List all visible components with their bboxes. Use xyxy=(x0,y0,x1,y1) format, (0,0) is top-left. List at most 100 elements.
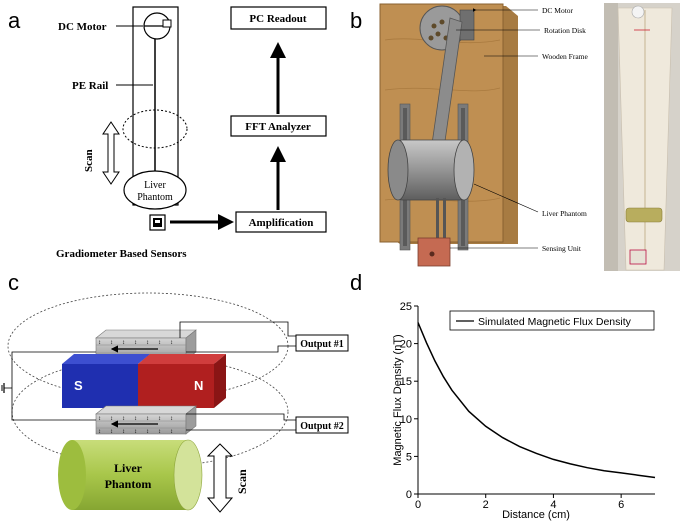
magnet-n-label: N xyxy=(194,378,203,393)
scan-label-c: Scan xyxy=(235,469,249,494)
leader-liver-phantom-b xyxy=(473,183,539,213)
label-wooden-frame: Wooden Frame xyxy=(542,52,589,61)
fft-analyzer-box xyxy=(230,115,327,137)
liver-phantom-end-left xyxy=(58,440,86,510)
dc-motor-label: DC Motor xyxy=(58,21,107,33)
cylinder-end-right xyxy=(453,139,475,201)
panel-a-letter: a xyxy=(8,8,21,33)
sensing-unit-hole xyxy=(429,251,435,257)
lower-rod-2 xyxy=(443,198,446,240)
liver-phantom-c-label-1: Liver xyxy=(114,461,143,475)
liver-phantom-label-2: Phantom xyxy=(137,192,173,203)
chart-y-tick-label: 10 xyxy=(400,414,412,426)
svg-text:↕: ↕ xyxy=(146,429,149,435)
dc-motor-connector xyxy=(162,19,172,28)
fft-analyzer-label: FFT Analyzer xyxy=(245,121,311,133)
chart-legend-label: Simulated Magnetic Flux Density xyxy=(478,316,632,328)
amplification-box xyxy=(235,211,327,233)
bottom-plate-ticks: ↕↕↕↕↕↕↕ ↕↕↕↕↕↕↕ xyxy=(98,416,173,435)
sensor-to-amp-arrowhead xyxy=(218,214,234,230)
magnet-north-top xyxy=(138,354,226,364)
svg-text:↕: ↕ xyxy=(170,340,173,346)
cylinder-end-left xyxy=(387,139,409,201)
svg-text:↕: ↕ xyxy=(122,416,125,422)
svg-text:↕: ↕ xyxy=(158,340,161,346)
panel-b-letter: b xyxy=(350,8,362,33)
chart-y-tick-label: 20 xyxy=(400,339,412,351)
bottom-plate-top xyxy=(95,405,197,415)
output1-label: Output #1 xyxy=(300,339,344,350)
disk-hole-1 xyxy=(431,23,437,29)
sensing-unit-block xyxy=(417,237,451,267)
chart-x-tick-label: 0 xyxy=(415,499,421,511)
chart-y-tick-label: 0 xyxy=(406,489,412,501)
disk-hole-3 xyxy=(435,31,441,37)
svg-text:↕: ↕ xyxy=(110,429,113,435)
panel-b-labels: DC Motor Rotation Disk Wooden Frame Live… xyxy=(450,6,589,253)
panel-a: a Liver Phantom DC Motor PE Rail Scan Gr… xyxy=(8,6,327,260)
scan-double-arrow-c xyxy=(206,443,234,513)
chart-x-tick-label: 2 xyxy=(483,499,489,511)
chart-x-axis-label: Distance (cm) xyxy=(502,509,570,521)
scan-label-a: Scan xyxy=(83,149,95,172)
panel-b: b DC Motor xyxy=(350,3,680,271)
photo-sensing-unit xyxy=(629,249,647,265)
svg-text:↕: ↕ xyxy=(158,416,161,422)
pe-rail-label: PE Rail xyxy=(72,80,108,92)
svg-text:↕: ↕ xyxy=(158,429,161,435)
svg-text:↕: ↕ xyxy=(170,416,173,422)
photo-wall-left xyxy=(604,3,618,271)
label-sensing-unit: Sensing Unit xyxy=(542,244,582,253)
output2-box xyxy=(295,416,349,434)
svg-text:↕: ↕ xyxy=(110,340,113,346)
magnet-south xyxy=(62,364,138,408)
svg-text:↕: ↕ xyxy=(110,416,113,422)
panel-c: c ↕↕↕↕↕↕↕ ↕↕↕↕↕↕↕ S N ↕↕↕↕↕↕↕ ↕↕↕↕ xyxy=(1,270,349,513)
liver-phantom-label-1: Liver xyxy=(144,180,166,191)
lower-rod-1 xyxy=(436,198,439,240)
svg-text:↕: ↕ xyxy=(122,429,125,435)
photo-motor xyxy=(631,5,645,19)
panel-c-letter: c xyxy=(8,270,19,295)
svg-text:↕: ↕ xyxy=(134,429,137,435)
photo-liver-phantom xyxy=(625,207,663,223)
magnet-north xyxy=(138,364,214,408)
output1-box xyxy=(295,334,349,352)
amplification-label: Amplification xyxy=(249,217,314,229)
svg-text:↕: ↕ xyxy=(98,416,101,422)
svg-text:↕: ↕ xyxy=(122,340,125,346)
svg-text:↕: ↕ xyxy=(134,340,137,346)
svg-text:↕: ↕ xyxy=(98,340,101,346)
wire-output1-top xyxy=(179,321,296,338)
panel-d-letter: d xyxy=(350,270,362,295)
phantom-previous-position xyxy=(122,109,188,149)
top-plate-top xyxy=(95,329,197,339)
magnet-s-label: S xyxy=(74,378,83,393)
wire-output2-top xyxy=(186,413,296,421)
chart-y-tick-label: 15 xyxy=(400,376,412,388)
pc-readout-label: PC Readout xyxy=(249,13,306,25)
liver-phantom-c-label-2: Phantom xyxy=(105,477,152,491)
liver-phantom-ellipse xyxy=(123,170,187,210)
dc-motor-body xyxy=(459,9,475,41)
magnet-north-side xyxy=(214,354,226,408)
chart-y-axis-label: Magnetic Flux Density (nT) xyxy=(392,334,404,465)
label-rotation-disk: Rotation Disk xyxy=(544,26,586,35)
output2-label: Output #2 xyxy=(300,421,344,432)
svg-text:↕: ↕ xyxy=(146,340,149,346)
chart-x-tick-label: 6 xyxy=(618,499,624,511)
disk-hole-5 xyxy=(428,35,434,41)
disk-hole-2 xyxy=(439,19,445,25)
magnet-south-top xyxy=(62,354,150,364)
bottom-plate-side xyxy=(185,405,197,435)
svg-text:↕: ↕ xyxy=(98,429,101,435)
liver-phantom-end-right xyxy=(173,439,203,511)
chart-x-tick-label: 4 xyxy=(550,499,556,511)
chart-series-line xyxy=(417,322,656,479)
sensor-chip-detail xyxy=(155,220,160,223)
svg-text:↕: ↕ xyxy=(146,416,149,422)
ground-wire xyxy=(11,351,96,421)
